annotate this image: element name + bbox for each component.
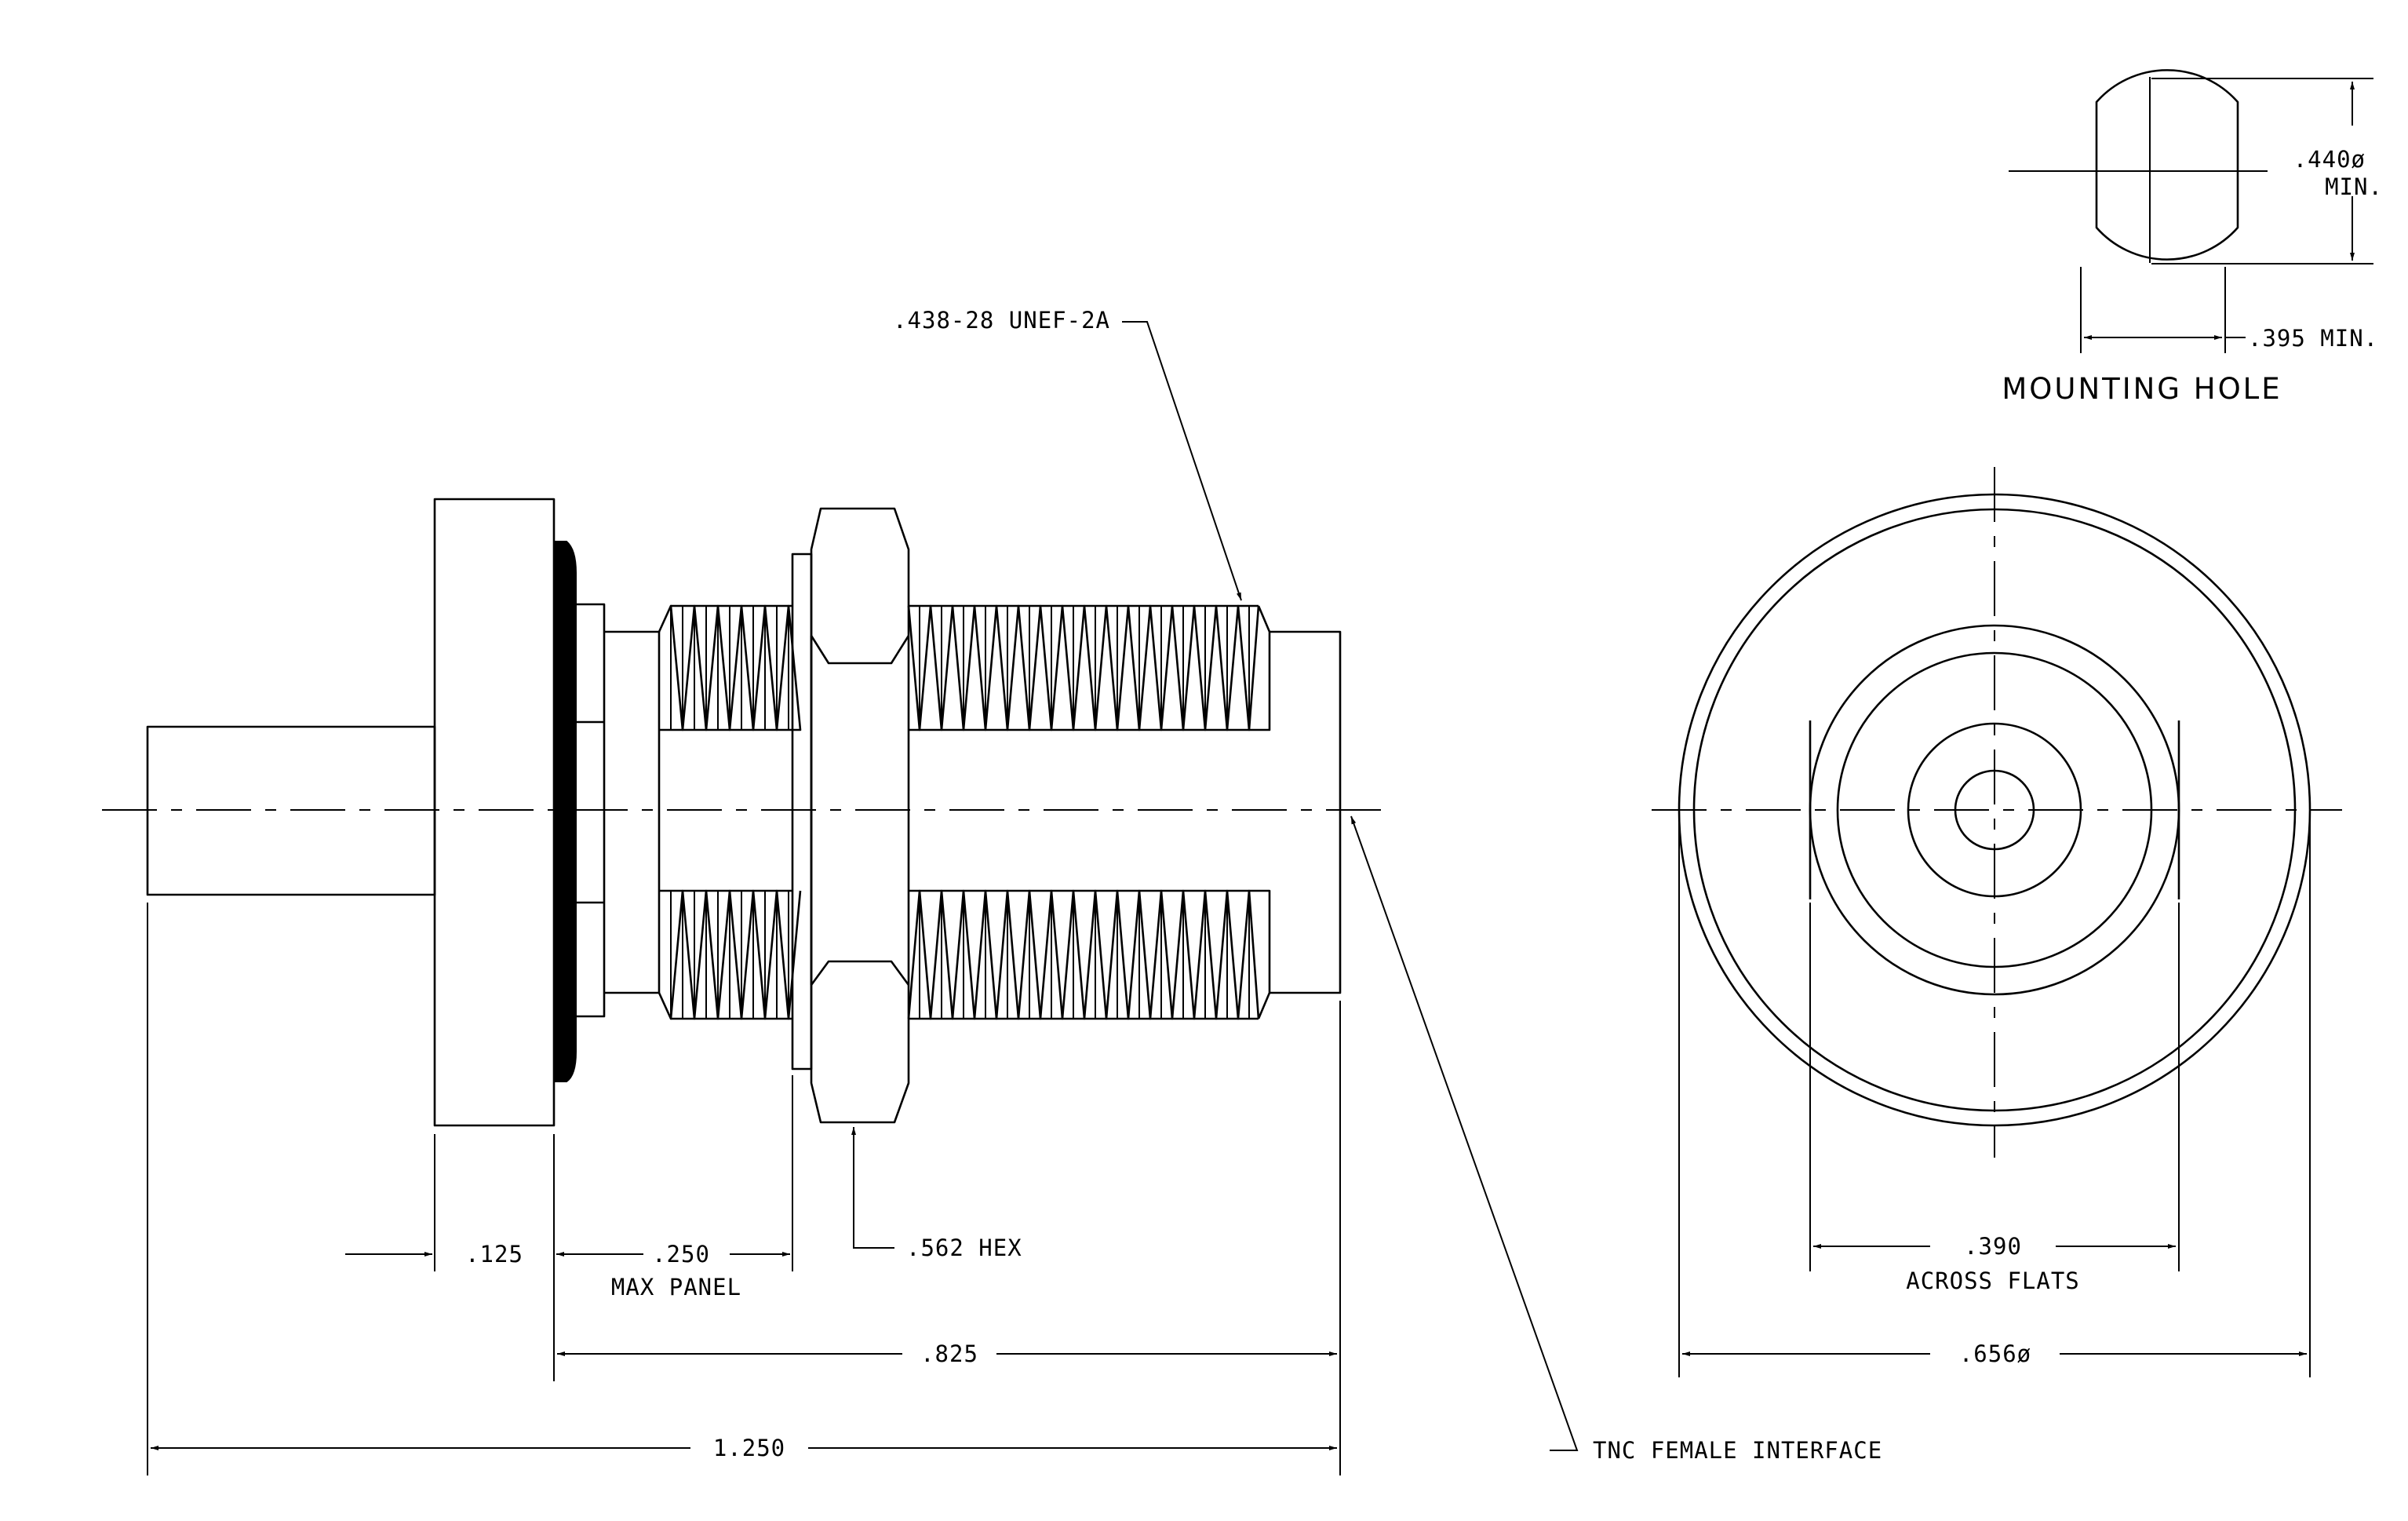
- overall-length: 1.250: [713, 1435, 785, 1461]
- lock-washer: [791, 553, 813, 1071]
- hole-width-value: .395 MIN.: [2248, 325, 2378, 352]
- gasket: [553, 541, 577, 1082]
- mounting-hole-outline: [2095, 69, 2239, 261]
- mounting-hole-view: .440ø MIN. .395 MIN. MOUNTING HOLE: [2002, 69, 2383, 406]
- thread-leader: [1122, 321, 1242, 601]
- interface-callout: TNC FEMALE INTERFACE: [1593, 1437, 1882, 1464]
- mounting-hole-title: MOUNTING HOLE: [2002, 372, 2282, 406]
- hex-leader: [851, 1127, 894, 1249]
- thread-callout: .438-28 UNEF-2A: [893, 307, 1110, 334]
- dielectric-circle: [1907, 722, 2082, 898]
- contact-circle: [1954, 769, 2035, 851]
- max-panel-value: .250: [652, 1241, 710, 1268]
- hole-height-value: .440ø: [2293, 146, 2366, 173]
- front-body: [1270, 630, 1342, 994]
- thread-right-upper: [907, 604, 1271, 731]
- thread-circle: [1836, 651, 2153, 968]
- thread-left-lower: [658, 889, 802, 1020]
- thread-right-lower: [907, 889, 1271, 1020]
- body-length: .825: [920, 1340, 978, 1367]
- thread-left-upper: [658, 604, 802, 731]
- hole-height-note: MIN.: [2325, 173, 2383, 200]
- outer-circle: [1678, 493, 2311, 1127]
- outer-circle-2: [1692, 508, 2297, 1112]
- side-view: .438-28 UNEF-2A TNC FEMALE INTERFACE .12…: [102, 307, 1882, 1475]
- hex-nut: [810, 507, 910, 1124]
- interface-leader: [1350, 815, 1579, 1451]
- shoulder: [576, 603, 606, 1018]
- neck: [604, 630, 661, 994]
- flats-label: ACROSS FLATS: [1906, 1268, 2080, 1294]
- outer-diameter: .656ø: [1959, 1340, 2031, 1367]
- end-view: .390 ACROSS FLATS .656ø: [1652, 467, 2342, 1377]
- hex-callout: .562 HEX: [906, 1235, 1022, 1261]
- max-panel-label: MAX PANEL: [611, 1274, 741, 1300]
- flats-value: .390: [1964, 1233, 2022, 1260]
- flange: [433, 498, 556, 1127]
- flange-thickness: .125: [465, 1241, 523, 1268]
